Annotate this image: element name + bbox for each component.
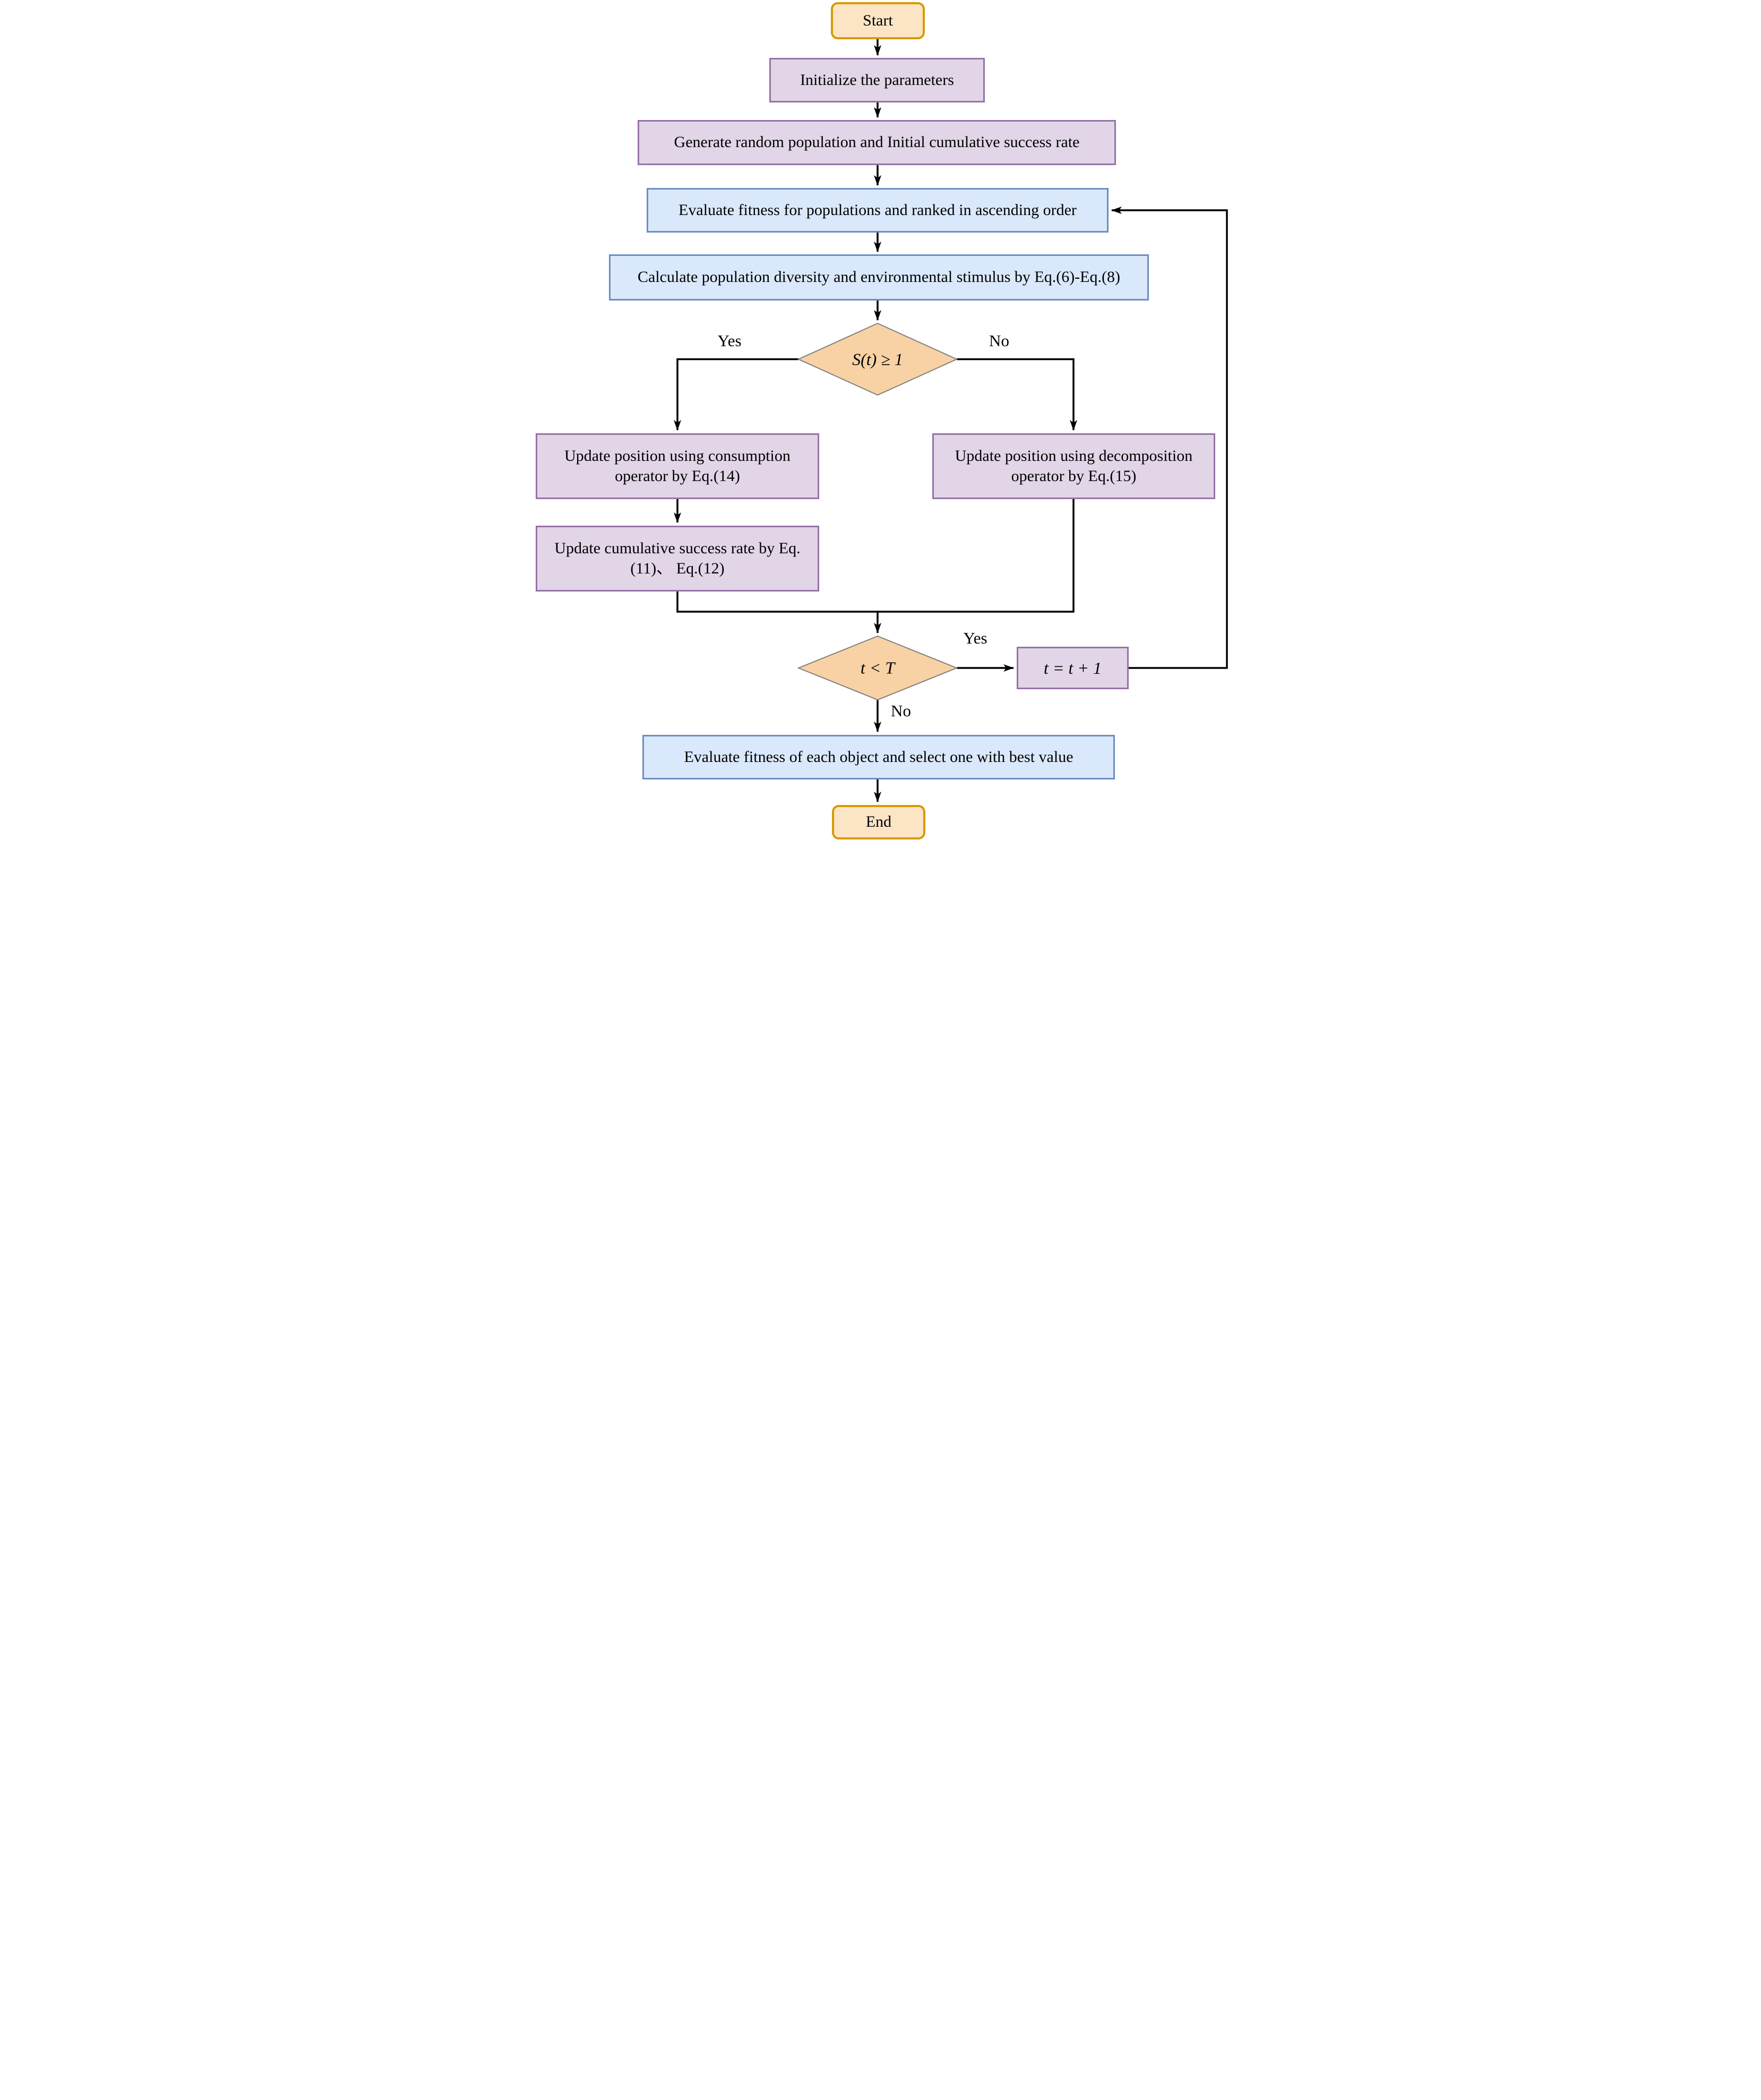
decision-t-diamond [797, 635, 958, 701]
node-calculate-diversity-label: Calculate population diversity and envir… [638, 268, 1120, 286]
node-evaluate-fitness-populations-label: Evaluate fitness for populations and ran… [678, 201, 1077, 219]
node-update-consumption: Update position using consumption operat… [536, 433, 819, 499]
edge-label-t-yes: Yes [963, 629, 987, 647]
node-calculate-diversity: Calculate population diversity and envir… [609, 254, 1149, 301]
node-end-label: End [865, 813, 892, 831]
edge-increment-loop-evalpop [1111, 207, 1228, 669]
edge-label-t-no: No [891, 701, 911, 720]
decision-t-label: t < T [860, 658, 895, 678]
node-evaluate-fitness-populations: Evaluate fitness for populations and ran… [647, 188, 1109, 233]
node-update-cumulative-rate-label: Update cumulative success rate by Eq.(11… [554, 539, 801, 577]
edge-cumulative-tdecision [676, 592, 881, 633]
node-initialize: Initialize the parameters [769, 58, 985, 102]
node-increment-t: t = t + 1 [1017, 647, 1129, 689]
node-evaluate-fitness-objects-label: Evaluate fitness of each object and sele… [684, 748, 1073, 766]
node-increment-t-label: t = t + 1 [1044, 658, 1102, 678]
node-update-cumulative-rate: Update cumulative success rate by Eq.(11… [536, 526, 819, 592]
node-start-label: Start [863, 11, 893, 29]
node-start: Start [831, 2, 925, 39]
node-end: End [832, 805, 925, 839]
node-update-decomposition-label: Update position using decomposition oper… [955, 447, 1193, 485]
decision-s-diamond [797, 322, 958, 396]
decision-s-label: S(t) ≥ 1 [852, 349, 903, 369]
edge-label-s-no: No [989, 331, 1009, 350]
node-generate-population: Generate random population and Initial c… [638, 120, 1116, 165]
edge-decomposition-merge [878, 499, 1075, 613]
edge-label-s-yes: Yes [717, 331, 742, 350]
edge-s-yes-consumption [674, 358, 798, 431]
node-evaluate-fitness-objects: Evaluate fitness of each object and sele… [642, 735, 1115, 779]
node-update-decomposition: Update position using decomposition oper… [932, 433, 1215, 499]
node-generate-population-label: Generate random population and Initial c… [674, 133, 1080, 151]
edge-s-no-decomposition [957, 358, 1077, 431]
flowchart-canvas: Start Initialize the parameters Generate… [528, 0, 1233, 840]
node-initialize-label: Initialize the parameters [800, 71, 954, 89]
node-update-consumption-label: Update position using consumption operat… [564, 447, 791, 485]
connectors-layer [674, 39, 1228, 802]
